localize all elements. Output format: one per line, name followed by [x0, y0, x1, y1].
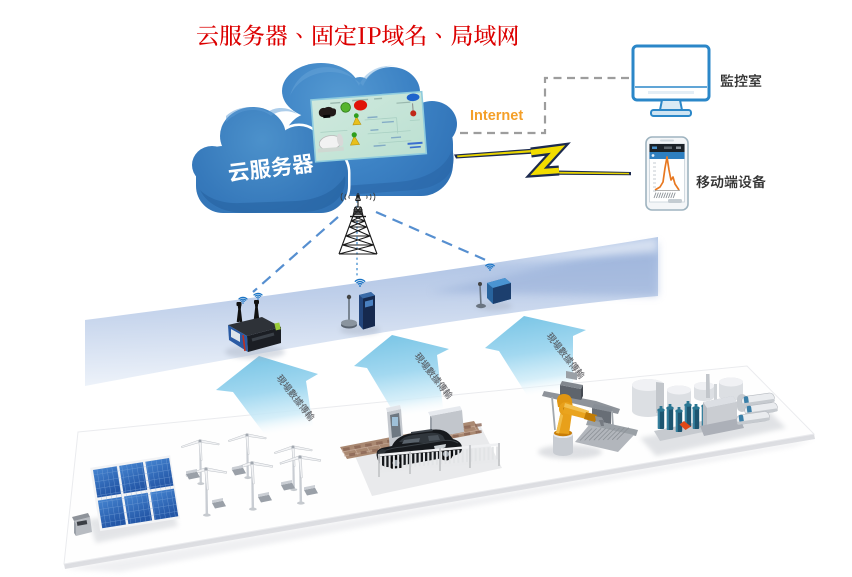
svg-text:Internet: Internet — [470, 108, 523, 124]
